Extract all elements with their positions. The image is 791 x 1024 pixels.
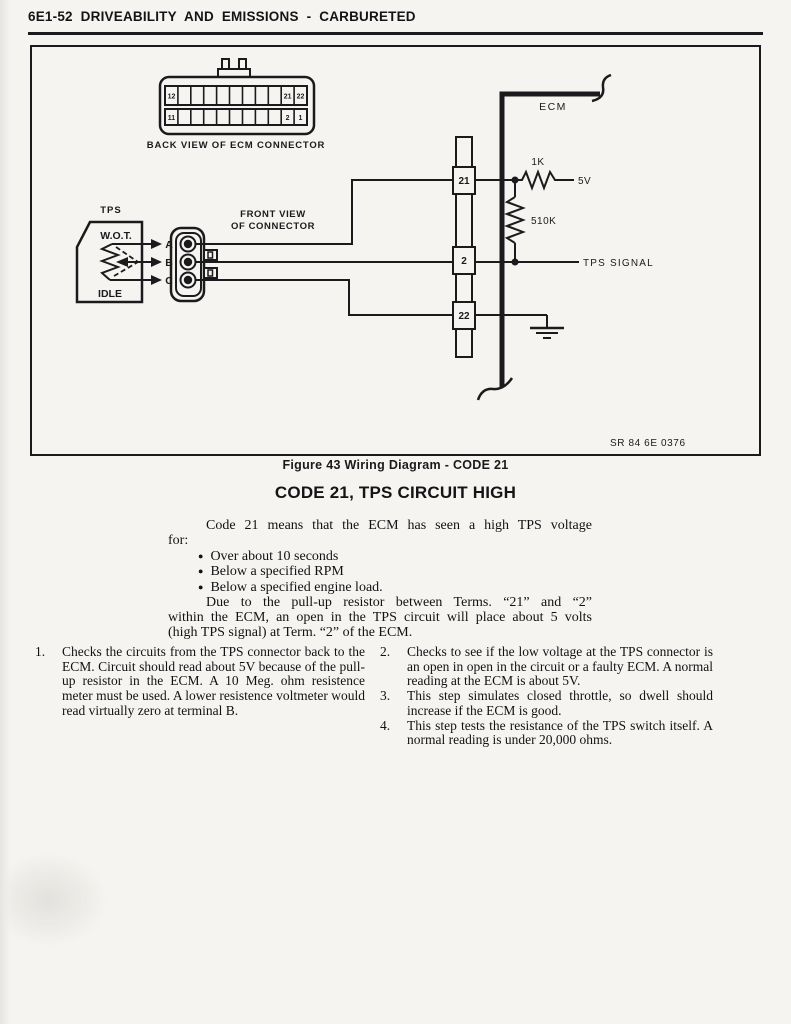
step-text: This step tests the resistance of the TP… [407,717,713,748]
wiring-diagram-figure: ECM 21 2 22 1K 5V 510K TPS SIGNAL [30,45,761,456]
tps-body [75,220,144,304]
step-item-1: 1. Checks the circuits from the TPS conn… [35,644,365,719]
ecm-terminal-strip [452,136,476,358]
scan-smudge-artifact [8,852,108,947]
svg-text:22: 22 [297,94,305,101]
step-number: 1. [35,644,46,659]
front-connector [169,226,218,303]
bullet-text: Over about 10 seconds [210,548,339,564]
step-number: 2. [380,644,391,659]
tps-wot-label: W.O.T. [100,230,132,242]
circuit-wires [195,179,579,328]
pin-row-top [164,85,308,106]
header-rule [28,32,763,35]
terminal-b-pin [183,257,193,267]
page-header: 6E1-52 DRIVEABILITY AND EMISSIONS - CARB… [28,9,416,24]
terminal-c-pin [183,275,193,285]
bullet-item: ● Over about 10 seconds [198,549,592,565]
lock-tab-top [203,249,218,261]
bullet-text: Below a specified engine load. [210,580,383,596]
arrow-a-icon [151,239,162,249]
svg-text:B: B [165,257,173,269]
back-connector-caption: BACK VIEW OF ECM CONNECTOR [147,140,325,151]
terminal-22-label: 22 [458,311,470,322]
bullet-item: ● Below a specified RPM [198,564,592,580]
step-text: Checks to see if the low voltage at the … [407,644,713,689]
arrow-b-icon [151,257,162,267]
wiring-diagram-svg: ECM 21 2 22 1K 5V 510K TPS SIGNAL [75,58,686,449]
wiper-arrowhead-icon [116,257,128,267]
bullet-icon: ● [198,550,204,561]
intro-line-1: Code 21 means that the ECM has seen a hi… [206,518,592,533]
intro-paragraph: Code 21 means that the ECM has seen a hi… [168,518,592,640]
front-view-label-2: OF CONNECTOR [231,221,315,232]
svg-text:11: 11 [168,115,176,122]
figure-caption: Figure 43 Wiring Diagram - CODE 21 [282,458,509,472]
resistor-1k-icon [515,169,574,191]
resistor-510k-icon [504,196,526,244]
scan-edge-shadow [0,0,10,1024]
para-line-2: within the ECM, an open in the TPS circu… [168,609,592,625]
bullet-icon: ● [198,582,204,593]
junction-dot-21 [511,176,519,184]
svg-text:2: 2 [286,115,290,122]
bullet-item: ● Below a specified engine load. [198,580,592,596]
tps-idle-label: IDLE [98,288,122,300]
ecm-break-bottom-icon [476,377,514,401]
arrow-c-icon [151,275,162,285]
steps-column-right: 2. Checks to see if the low voltage at t… [380,644,713,748]
figure-ref-code: SR 84 6E 0376 [610,438,686,449]
svg-text:12: 12 [168,94,176,101]
terminal-2-label: 2 [461,256,467,267]
step-number: 4. [380,717,391,733]
tps-signal-label: TPS SIGNAL [583,258,654,269]
ground-icon [530,326,564,339]
ecm-label: ECM [539,101,567,113]
tps-terminal-leads [110,239,162,285]
terminal-21-label: 21 [458,176,470,187]
back-connector-pin-labels: 12 21 22 11 2 1 [168,94,305,123]
ecm-boundary [476,73,612,401]
step-text: This step simulates closed throttle, so … [407,688,713,718]
tps-wiper [113,246,139,277]
para-line-1: Due to the pull-up resistor between Term… [206,594,592,610]
strip-terminal-labels: 21 2 22 [458,176,470,322]
pin-row-bottom [164,108,308,126]
tps-terminal-letters: A B C [165,239,173,287]
lock-tab-bottom [203,267,218,279]
bullet-text: Below a specified RPM [210,564,344,580]
resistor-1k-label: 1K [531,157,544,168]
svg-text:1: 1 [299,115,303,122]
tps-label: TPS [100,205,121,216]
wire-a-to-21 [195,179,515,245]
step-text: Checks the circuits from the TPS connect… [62,644,365,718]
step-number: 3. [380,688,391,704]
step-item-3: 3. This step simulates closed throttle, … [380,688,713,718]
front-view-label-1: FRONT VIEW [240,209,306,220]
para-line-3: (high TPS signal) at Term. “2” of the EC… [168,624,413,640]
section-title: CODE 21, TPS CIRCUIT HIGH [274,483,517,502]
junction-dot-2 [511,258,519,266]
svg-text:A: A [165,239,173,251]
step-item-4: 4. This step tests the resistance of the… [380,717,713,748]
svg-text:21: 21 [284,94,292,101]
wire-c-to-22 [195,279,547,316]
intro-line-2: for: [168,532,189,548]
svg-text:C: C [165,275,173,287]
terminal-a-pin [183,239,193,249]
resistor-510k-label: 510K [531,216,556,227]
bullet-icon: ● [198,566,204,577]
back-connector [158,58,316,136]
diagnostic-steps: 1. Checks the circuits from the TPS conn… [35,644,713,748]
tps-resistor-icon [99,243,121,281]
ecm-break-top-icon [591,73,612,103]
step-item-2: 2. Checks to see if the low voltage at t… [380,644,713,689]
ecm-boundary-line [499,91,600,387]
steps-column-left: 1. Checks the circuits from the TPS conn… [35,644,365,748]
voltage-5v-label: 5V [578,176,591,187]
